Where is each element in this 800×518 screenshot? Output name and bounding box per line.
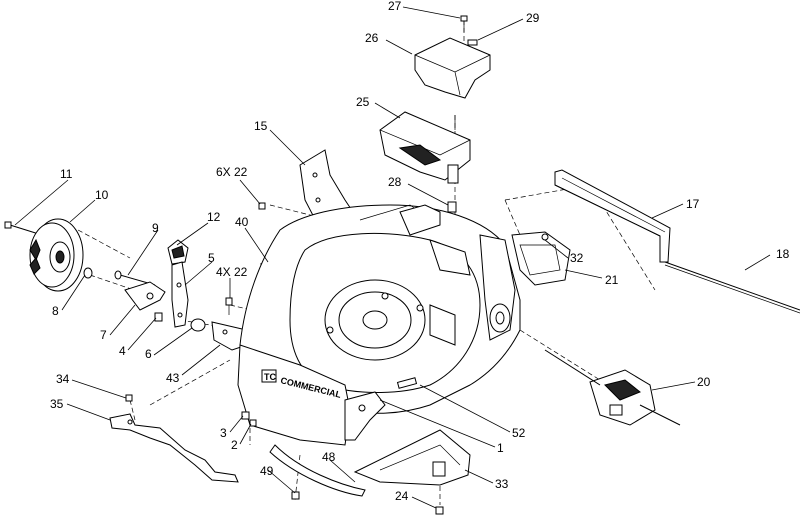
callout-21: 21 [605, 273, 619, 287]
rear-cover-26 [414, 37, 491, 99]
callout-48: 48 [322, 450, 336, 464]
callout-34: 34 [56, 372, 70, 386]
callout-5: 5 [208, 251, 215, 265]
screws-3-2 [241, 411, 257, 427]
callout-52: 52 [512, 426, 526, 440]
callout-6x22: 6X 22 [216, 165, 248, 179]
callout-28: 28 [388, 175, 402, 189]
callout-12: 12 [207, 210, 221, 224]
callout-49: 49 [260, 464, 274, 478]
callout-4: 4 [119, 344, 126, 358]
height-bracket-7 [124, 281, 166, 311]
discharge-door-21 [511, 231, 571, 286]
callout-40: 40 [235, 215, 249, 229]
rear-flap-25 [379, 111, 471, 184]
screw-27 [460, 15, 468, 32]
callout-2: 2 [231, 438, 238, 452]
rear-guard-17 [554, 169, 671, 263]
callout-labels: 27 29 26 25 15 6X 22 28 17 11 10 9 12 40… [50, 0, 790, 503]
nut-28 [447, 201, 457, 213]
callout-20: 20 [697, 375, 711, 389]
chute-33 [353, 429, 471, 486]
deck-logo-text: TC [264, 372, 276, 382]
curtain-49 [269, 444, 366, 500]
callout-24: 24 [395, 489, 409, 503]
callout-43: 43 [166, 371, 180, 385]
callout-1: 1 [497, 441, 504, 455]
leader-lines [14, 6, 771, 509]
wheel-10 [29, 218, 84, 292]
callout-4x22: 4X 22 [216, 265, 248, 279]
adjuster-knob-12 [167, 239, 189, 265]
screw-24 [435, 506, 444, 515]
handle-rod-35 [109, 394, 239, 483]
bolt-4x22 [225, 297, 233, 315]
callout-29: 29 [526, 11, 540, 25]
callout-18: 18 [776, 247, 790, 261]
callout-27: 27 [388, 0, 402, 13]
callout-35: 35 [50, 397, 64, 411]
callout-17: 17 [686, 197, 700, 211]
callout-25: 25 [356, 95, 370, 109]
callout-10: 10 [95, 188, 109, 202]
callout-11: 11 [60, 167, 73, 181]
callout-15: 15 [254, 119, 268, 133]
spacer-6 [190, 318, 206, 332]
callout-8: 8 [52, 304, 59, 318]
transmission-20 [544, 349, 681, 426]
washer-8 [83, 267, 93, 279]
bolt-22 [258, 202, 266, 210]
callout-26: 26 [365, 31, 379, 45]
callout-32: 32 [570, 251, 584, 265]
mower-deck: TC COMMERCIAL [237, 204, 521, 446]
callout-3: 3 [220, 426, 227, 440]
height-lever-5 [171, 261, 189, 328]
rod-18 [664, 261, 800, 314]
nut-4 [154, 312, 163, 322]
callout-7: 7 [100, 328, 107, 342]
callout-6: 6 [145, 347, 152, 361]
parts-drawing: TC COMMERCIAL [4, 15, 800, 515]
callout-9: 9 [152, 221, 159, 235]
clip-29 [467, 39, 478, 46]
callout-33: 33 [495, 477, 509, 491]
